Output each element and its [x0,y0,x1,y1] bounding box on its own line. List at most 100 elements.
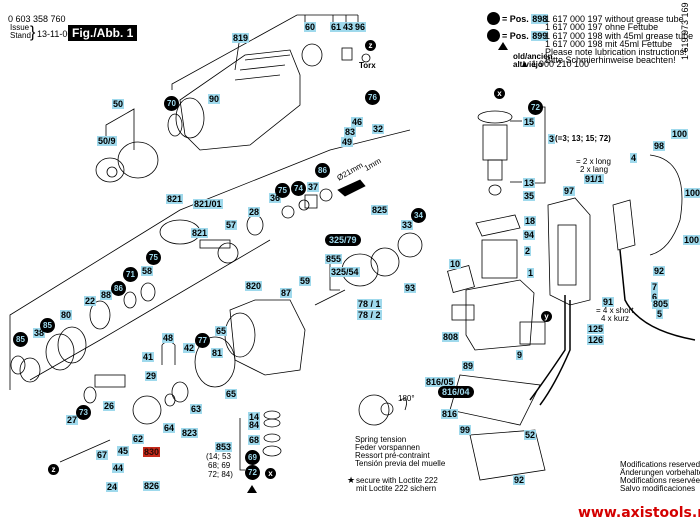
part-label[interactable]: 28 [248,207,261,217]
part-label[interactable]: 33 [401,220,414,230]
part-label[interactable]: 125 [587,324,605,334]
part-label[interactable]: 3 [548,134,556,144]
part-label[interactable]: 41 [142,352,155,362]
part-label[interactable]: 855 [325,254,343,264]
part-label[interactable]: 48 [162,333,175,343]
part-label[interactable]: 57 [225,220,238,230]
part-label[interactable]: 45 [117,446,130,456]
part-label[interactable]: 60 [304,22,317,32]
part-label[interactable]: 78 / 2 [357,310,382,320]
part-label[interactable]: 65 [225,389,238,399]
part-label[interactable]: 808 [442,332,460,342]
part-label[interactable]: 825 [371,205,389,215]
grease-part-marker[interactable]: 72 [528,100,543,115]
part-label[interactable]: 50/9 [97,136,117,146]
grease-part-marker[interactable]: 70 [164,96,179,111]
part-label[interactable]: 43 [342,22,355,32]
part-label[interactable]: 18 [524,216,537,226]
part-label[interactable]: 64 [163,423,176,433]
part-label[interactable]: 52 [524,430,537,440]
part-label[interactable]: 819 [232,33,250,43]
part-label[interactable]: 100 [671,129,689,139]
part-label[interactable]: 13 [523,178,536,188]
part-label[interactable]: 853 [215,442,233,452]
part-label[interactable]: 78 / 1 [357,299,382,309]
part-label[interactable]: 92 [653,266,666,276]
part-label[interactable]: 68 [248,435,261,445]
part-label-pill[interactable]: 816/04 [438,386,474,398]
part-label[interactable]: 99 [459,425,472,435]
part-label[interactable]: 94 [523,230,536,240]
part-label[interactable]: 61 [330,22,343,32]
part-label[interactable]: 67 [96,450,109,460]
part-label[interactable]: 32 [372,124,385,134]
part-label[interactable]: 91 [602,297,615,307]
part-label[interactable]: 823 [181,428,199,438]
part-label[interactable]: 59 [299,276,312,286]
part-label[interactable]: 821/01 [193,199,223,209]
part-label[interactable]: 46 [351,117,364,127]
grease-part-marker[interactable]: 85 [13,332,28,347]
part-label[interactable]: 84 [248,420,261,430]
part-label[interactable]: 37 [307,182,320,192]
grease-part-marker[interactable]: 75 [146,250,161,265]
grease-part-marker[interactable]: 85 [40,318,55,333]
part-label[interactable]: 820 [245,281,263,291]
part-label[interactable]: 92 [513,475,526,485]
part-label[interactable]: 65 [215,326,228,336]
part-label[interactable]: 49 [341,137,354,147]
grease-part-marker[interactable]: 77 [195,333,210,348]
part-label[interactable]: 44 [112,463,125,473]
part-label[interactable]: 24 [106,482,119,492]
part-label[interactable]: 88 [100,290,113,300]
part-label[interactable]: 821 [166,194,184,204]
part-label[interactable]: 50 [112,99,125,109]
grease-part-marker[interactable]: 74 [291,181,306,196]
part-label[interactable]: 4 [630,153,638,163]
part-label[interactable]: 62 [132,434,145,444]
part-label[interactable]: 91/1 [584,174,604,184]
reference-marker[interactable]: z [365,40,376,51]
part-label[interactable]: 126 [587,335,605,345]
part-label[interactable]: 100 [683,235,700,245]
reference-marker[interactable]: x [494,88,505,99]
part-label[interactable]: 816 [441,409,459,419]
part-label[interactable]: 89 [462,361,475,371]
part-label[interactable]: 826 [143,481,161,491]
part-label[interactable]: 36 [269,193,282,203]
grease-part-marker[interactable]: 75 [275,183,290,198]
part-label[interactable]: 325/54 [330,267,360,277]
grease-part-marker[interactable]: 69 [245,450,260,465]
part-label[interactable]: 816/05 [425,377,455,387]
grease-part-marker[interactable]: 71 [123,267,138,282]
grease-part-marker[interactable]: 34 [411,208,426,223]
part-label[interactable]: 5 [656,309,664,319]
grease-part-marker[interactable]: 86 [111,281,126,296]
part-label[interactable]: 98 [653,141,666,151]
website-link[interactable]: www.axistools.ru [578,505,700,521]
part-label[interactable]: 29 [145,371,158,381]
part-label[interactable]: 63 [190,404,203,414]
part-label[interactable]: 83 [344,127,357,137]
part-label[interactable]: 6 [651,292,659,302]
part-label-highlighted[interactable]: 830 [143,447,161,457]
part-label-pill[interactable]: 325/79 [325,234,361,246]
part-label[interactable]: 10 [449,259,462,269]
part-label[interactable]: 1 [527,268,535,278]
part-label[interactable]: 81 [211,348,224,358]
part-label[interactable]: 87 [280,288,293,298]
part-label[interactable]: 9 [516,350,524,360]
part-label[interactable]: 14 [248,412,261,422]
part-label[interactable]: 97 [563,186,576,196]
part-label[interactable]: 93 [404,283,417,293]
part-label[interactable]: 27 [66,415,79,425]
reference-marker[interactable]: x [265,468,276,479]
part-label[interactable]: 100 [684,188,700,198]
grease-part-marker[interactable]: 73 [76,405,91,420]
part-label[interactable]: 26 [103,401,116,411]
part-label[interactable]: 805 [652,299,670,309]
part-label[interactable]: 35 [523,191,536,201]
part-label[interactable]: 22 [84,296,97,306]
part-label[interactable]: 2 [524,246,532,256]
part-label[interactable]: 58 [141,266,154,276]
